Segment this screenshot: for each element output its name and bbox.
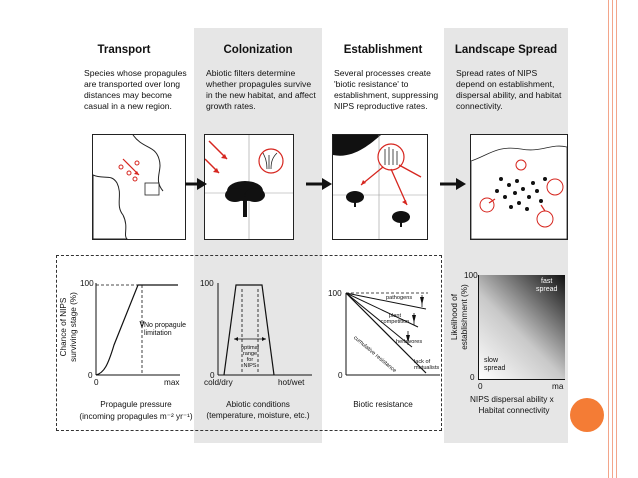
stage-title-establishment: Establishment xyxy=(343,44,423,56)
slide-border-line xyxy=(608,0,609,478)
stage-title-colonization: Colonization xyxy=(223,44,293,56)
graph2-x-label-2: (temperature, moisture, etc.) xyxy=(206,411,310,420)
graph2-y-zero: 0 xyxy=(210,371,215,380)
slide-border-line xyxy=(616,0,617,478)
graph2-x-label-1: Abiotic conditions xyxy=(226,400,290,409)
graph1-x-zero: 0 xyxy=(94,378,99,387)
stage-title-transport: Transport xyxy=(97,44,151,56)
graph4-y-zero: 0 xyxy=(470,373,475,382)
establishment-to-landscape-arrow xyxy=(440,178,466,190)
graph1-x-max: max xyxy=(164,378,180,387)
graph2-x-right: hot/wet xyxy=(278,378,305,387)
stage-description-establishment: Several processes create 'biotic resista… xyxy=(334,68,439,111)
transport-map-illustration xyxy=(92,134,186,240)
graph2-x-left: cold/dry xyxy=(204,378,233,387)
graph4-x-label-1: NIPS dispersal ability x xyxy=(470,395,554,404)
graph3-label-lack-of-mutualists: lack of mutualists xyxy=(414,359,440,371)
colonization-habitat-illustration xyxy=(204,134,294,240)
stage-description-landscape-spread: Spread rates of NIPS depend on establish… xyxy=(456,68,562,111)
slide-accent-dot xyxy=(570,398,604,432)
landscape-spread-illustration xyxy=(470,134,568,240)
colonization-to-establishment-arrow xyxy=(306,178,332,190)
graph3-x-label: Biotic resistance xyxy=(353,400,413,409)
stage-description-colonization: Abiotic filters determine whether propag… xyxy=(206,68,316,111)
graph4-x-label-2: Habitat connectivity xyxy=(478,406,550,415)
graph4-x-max: ma xyxy=(552,382,564,391)
stage-description-transport: Species whose propagules are transported… xyxy=(84,68,187,111)
graph3-label-herbivores: herbivores xyxy=(396,339,423,345)
stage-title-landscape-spread: Landscape Spread xyxy=(454,44,558,56)
graph2-y-top: 100 xyxy=(200,279,214,288)
graph3-y-zero: 0 xyxy=(338,371,343,380)
slide-border-line xyxy=(612,0,613,478)
establishment-habitat-illustration xyxy=(332,134,428,240)
graph1-y-top: 100 xyxy=(80,279,94,288)
graph3-y-top: 100 xyxy=(328,289,342,298)
transport-to-colonization-arrow xyxy=(185,178,207,190)
graph1-y-zero: 0 xyxy=(88,371,93,380)
biotic-resistance-graph: 100 0 pathogens plant competition herbiv… xyxy=(322,255,444,431)
graph4-x-zero: 0 xyxy=(478,382,483,391)
graph1-x-label-2: (incoming propagules m⁻² yr⁻¹) xyxy=(79,412,193,421)
graph4-gradient-square xyxy=(478,275,565,380)
graphs-dashed-frame xyxy=(56,255,442,431)
graph3-label-plant-competition: plant competition xyxy=(380,313,410,325)
graph4-y-top: 100 xyxy=(464,271,478,280)
graph3-label-pathogens: pathogens xyxy=(386,295,413,301)
graph1-x-label-1: Propagule pressure xyxy=(100,400,172,409)
invasion-stages-figure: Transport Species whose propagules are t… xyxy=(54,28,568,443)
